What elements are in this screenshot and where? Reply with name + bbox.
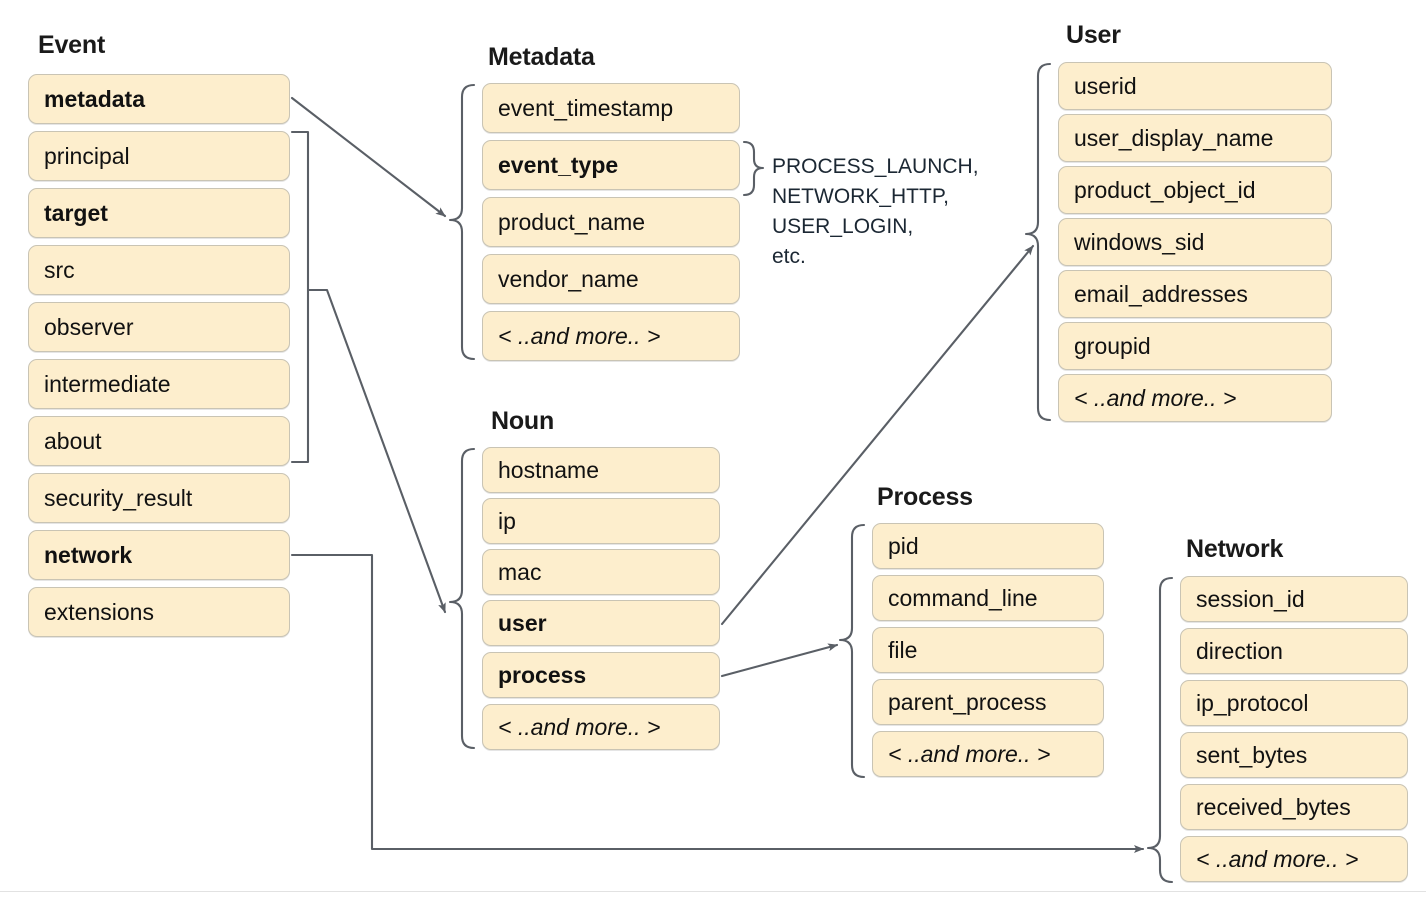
field-user-windows-sid[interactable]: windows_sid (1058, 218, 1332, 266)
group-title-metadata: Metadata (488, 43, 595, 71)
field-metadata-product-name[interactable]: product_name (482, 197, 740, 247)
field-noun-mac[interactable]: mac (482, 549, 720, 595)
field-metadata-and-more[interactable]: < ..and more.. > (482, 311, 740, 361)
field-network-ip-protocol[interactable]: ip_protocol (1180, 680, 1408, 726)
field-user-groupid[interactable]: groupid (1058, 322, 1332, 370)
field-process-file[interactable]: file (872, 627, 1104, 673)
annotation-event-type-values: PROCESS_LAUNCH, NETWORK_HTTP, USER_LOGIN… (772, 155, 979, 268)
group-title-network: Network (1186, 535, 1284, 563)
field-network-and-more[interactable]: < ..and more.. > (1180, 836, 1408, 882)
field-user-userid[interactable]: userid (1058, 62, 1332, 110)
brace-noun-group (448, 447, 476, 750)
group-title-user: User (1066, 21, 1121, 49)
footer-divider (0, 891, 1426, 892)
field-user-user-display-name[interactable]: user_display_name (1058, 114, 1332, 162)
group-title-event: Event (38, 31, 106, 59)
field-metadata-event-type[interactable]: event_type (482, 140, 740, 190)
field-user-email-addresses[interactable]: email_addresses (1058, 270, 1332, 318)
brace-event-type-values (742, 140, 765, 197)
field-event-metadata[interactable]: metadata (28, 74, 290, 124)
field-process-and-more[interactable]: < ..and more.. > (872, 731, 1104, 777)
field-process-parent-process[interactable]: parent_process (872, 679, 1104, 725)
field-network-direction[interactable]: direction (1180, 628, 1408, 674)
field-user-and-more[interactable]: < ..and more.. > (1058, 374, 1332, 422)
field-noun-process[interactable]: process (482, 652, 720, 698)
field-event-intermediate[interactable]: intermediate (28, 359, 290, 409)
field-process-command-line[interactable]: command_line (872, 575, 1104, 621)
field-user-product-object-id[interactable]: product_object_id (1058, 166, 1332, 214)
field-metadata-event-timestamp[interactable]: event_timestamp (482, 83, 740, 133)
field-event-about[interactable]: about (28, 416, 290, 466)
field-event-extensions[interactable]: extensions (28, 587, 290, 637)
connector-noun (306, 288, 447, 614)
field-event-observer[interactable]: observer (28, 302, 290, 352)
field-event-network[interactable]: network (28, 530, 290, 580)
field-noun-ip[interactable]: ip (482, 498, 720, 544)
brace-process-group (838, 523, 866, 779)
field-event-src[interactable]: src (28, 245, 290, 295)
field-event-principal[interactable]: principal (28, 131, 290, 181)
field-network-sent-bytes[interactable]: sent_bytes (1180, 732, 1408, 778)
brace-user-group (1024, 62, 1052, 422)
group-title-noun: Noun (491, 407, 555, 435)
brace-metadata-group (448, 83, 476, 361)
field-network-received-bytes[interactable]: received_bytes (1180, 784, 1408, 830)
field-network-session-id[interactable]: session_id (1180, 576, 1408, 622)
field-event-security-result[interactable]: security_result (28, 473, 290, 523)
bracket-event-noun-fields (290, 130, 310, 464)
field-noun-user[interactable]: user (482, 600, 720, 646)
group-title-process: Process (877, 483, 973, 511)
connector-process (720, 643, 839, 678)
field-metadata-vendor-name[interactable]: vendor_name (482, 254, 740, 304)
field-event-target[interactable]: target (28, 188, 290, 238)
connector-metadata (290, 96, 447, 218)
field-noun-and-more[interactable]: < ..and more.. > (482, 704, 720, 750)
field-process-pid[interactable]: pid (872, 523, 1104, 569)
brace-network-group (1146, 576, 1174, 884)
field-noun-hostname[interactable]: hostname (482, 447, 720, 493)
